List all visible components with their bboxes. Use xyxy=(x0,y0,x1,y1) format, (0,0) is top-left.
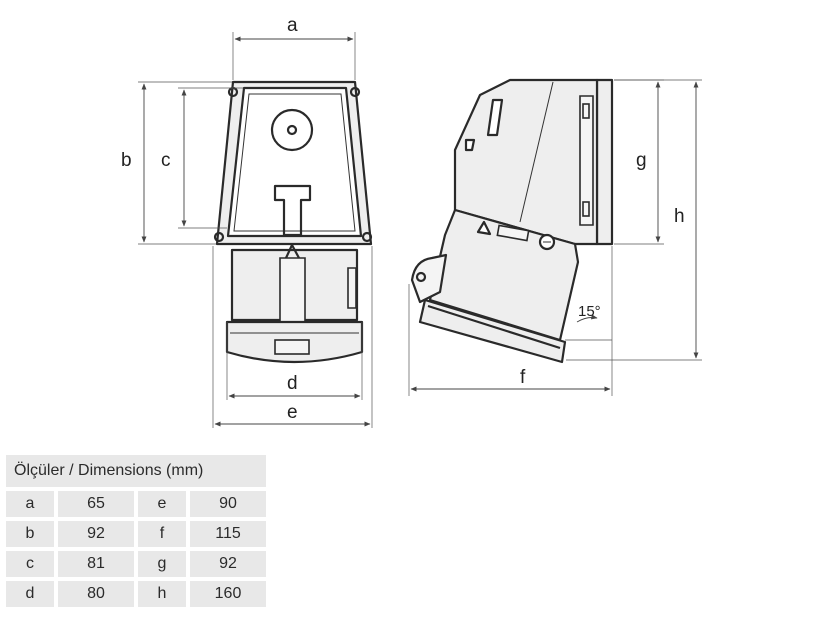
table-title: Ölçüler / Dimensions (mm) xyxy=(6,455,266,487)
dim-key: d xyxy=(6,581,54,607)
dim-key: h xyxy=(138,581,186,607)
dim-value: 92 xyxy=(190,551,266,577)
label-c: c xyxy=(161,150,171,171)
dimensions-table: Ölçüler / Dimensions (mm) a 65 e 90 b 92… xyxy=(6,451,266,611)
front-view xyxy=(213,80,373,364)
label-f: f xyxy=(520,367,526,388)
technical-drawing: a b c d e xyxy=(121,15,702,428)
dim-key: a xyxy=(6,491,54,517)
screw-hole-top-right xyxy=(349,86,361,98)
table-row: d 80 h 160 xyxy=(6,581,266,607)
table-row: a 65 e 90 xyxy=(6,491,266,517)
label-g: g xyxy=(636,150,647,171)
side-view xyxy=(410,78,614,364)
label-h: h xyxy=(674,206,685,227)
dim-key: c xyxy=(6,551,54,577)
cable-entry xyxy=(270,108,314,152)
dim-value: 90 xyxy=(190,491,266,517)
table-row: c 81 g 92 xyxy=(6,551,266,577)
t-slot xyxy=(273,184,312,237)
front-inner-frame xyxy=(226,86,363,238)
table-row: b 92 f 115 xyxy=(6,521,266,547)
dim-key: g xyxy=(138,551,186,577)
dim-key: e xyxy=(138,491,186,517)
dim-value: 160 xyxy=(190,581,266,607)
dim-value: 80 xyxy=(58,581,134,607)
dim-value: 115 xyxy=(190,521,266,547)
side-latch xyxy=(410,253,448,304)
front-dimensions: a b c d e xyxy=(121,15,373,428)
label-angle: 15° xyxy=(578,303,601,320)
side-wall-plate xyxy=(595,78,614,246)
label-e: e xyxy=(287,402,298,423)
label-a: a xyxy=(287,15,298,36)
dim-key: b xyxy=(6,521,54,547)
dim-key: f xyxy=(138,521,186,547)
dim-value: 92 xyxy=(58,521,134,547)
label-b: b xyxy=(121,150,132,171)
label-d: d xyxy=(287,373,298,394)
screw-hole-bottom-left xyxy=(213,231,225,243)
dim-value: 65 xyxy=(58,491,134,517)
side-dimensions: g h f 15° xyxy=(408,79,702,396)
dim-value: 81 xyxy=(58,551,134,577)
screw-hole-bottom-right xyxy=(361,231,373,243)
